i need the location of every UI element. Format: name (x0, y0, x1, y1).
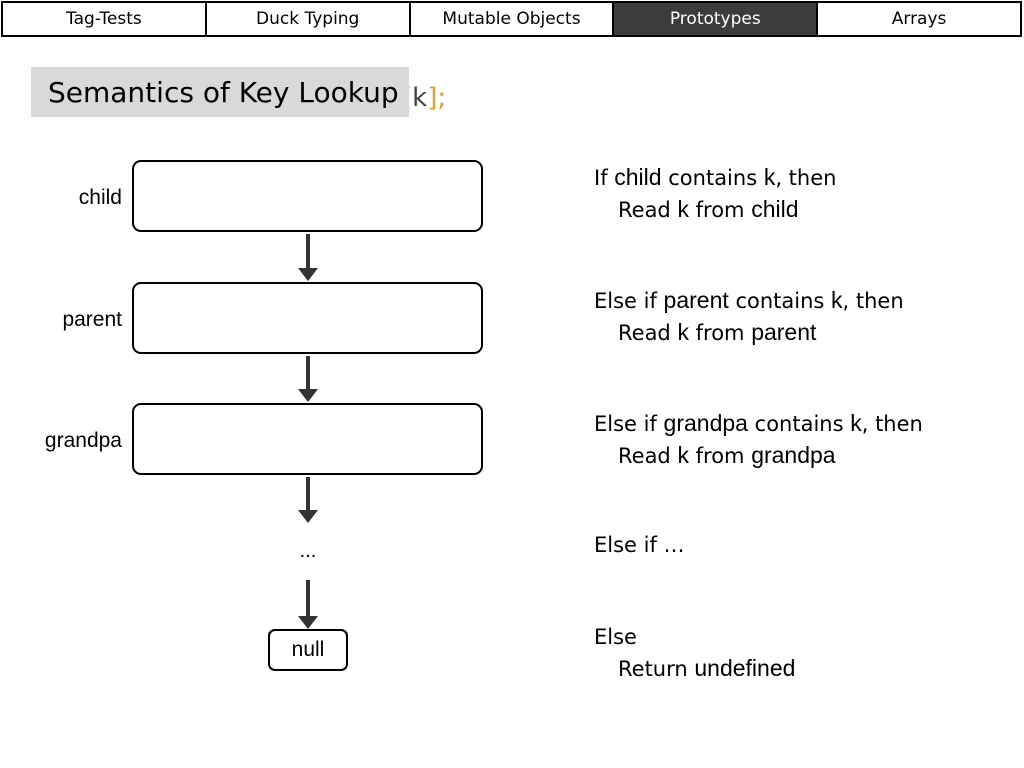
label-child: child (78, 186, 122, 209)
text: contains (728, 289, 832, 313)
label-parent: parent (62, 308, 122, 331)
key-name: k (850, 410, 862, 436)
text: contains (661, 166, 764, 190)
text: Read (618, 444, 678, 468)
key-name: k (763, 164, 776, 190)
object-name: grandpa (751, 442, 836, 468)
code-key: k (412, 83, 428, 113)
page-title: Semantics of Key Lookup (31, 67, 409, 117)
object-box-grandpa (132, 403, 483, 475)
tab-arrays[interactable]: Arrays (816, 3, 1020, 35)
tab-duck-typing[interactable]: Duck Typing (204, 3, 409, 35)
arrow-ellipsis-null (298, 580, 318, 629)
object-name: parent (751, 319, 817, 345)
object-box-parent (132, 282, 483, 354)
text: , then (842, 289, 904, 313)
text: If (594, 166, 615, 190)
rule-parent: Else if parent contains k, then Read k f… (594, 285, 904, 349)
text: Return (618, 657, 695, 681)
ellipsis: ... (299, 540, 317, 562)
rule-grandpa: Else if grandpa contains k, then Read k … (594, 408, 923, 472)
object-name: child (751, 196, 799, 222)
object-name: grandpa (663, 410, 748, 436)
arrow-child-parent (298, 234, 318, 281)
rule-grandpa-action: Read k from grandpa (594, 440, 923, 472)
text: Else if (594, 412, 664, 436)
object-name: child (614, 164, 662, 190)
text: from (688, 198, 752, 222)
tab-bar: Tag-Tests Duck Typing Mutable Objects Pr… (1, 1, 1022, 37)
tab-prototypes[interactable]: Prototypes (612, 3, 817, 35)
rule-else: Else Return undefined (594, 622, 795, 685)
rule-child-cond: If child contains k, then (594, 162, 836, 194)
key-name: k (677, 196, 689, 222)
arrow-grandpa-ellipsis (298, 477, 318, 523)
rule-child: If child contains k, then Read k from ch… (594, 162, 836, 226)
tab-tag-tests[interactable]: Tag-Tests (3, 3, 205, 35)
key-name: k (677, 319, 689, 345)
code-bracket-close: ]; (427, 83, 447, 113)
text: , then (775, 166, 837, 190)
rule-else-if: Else if … (594, 530, 685, 561)
text: contains (747, 412, 851, 436)
object-name: parent (663, 287, 729, 313)
arrow-parent-grandpa (298, 356, 318, 402)
rule-parent-cond: Else if parent contains k, then (594, 285, 904, 317)
tab-mutable-objects[interactable]: Mutable Objects (408, 3, 613, 35)
text: from (688, 444, 752, 468)
object-box-child (132, 160, 483, 232)
label-grandpa: grandpa (44, 429, 122, 452)
key-name: k (831, 287, 843, 313)
text: , then (861, 412, 923, 436)
rule-else-cond: Else (594, 625, 637, 649)
text: from (688, 321, 752, 345)
rule-parent-action: Read k from parent (594, 317, 904, 349)
null-box: null (268, 629, 348, 671)
text: Read (618, 198, 678, 222)
key-name: k (677, 442, 689, 468)
rule-else-if-cond: Else if … (594, 533, 685, 557)
return-value: undefined (694, 655, 796, 681)
rule-else-action: Return undefined (594, 653, 795, 685)
text: Read (618, 321, 678, 345)
rule-child-action: Read k from child (594, 194, 836, 226)
text: Else if (594, 289, 664, 313)
rule-grandpa-cond: Else if grandpa contains k, then (594, 408, 923, 440)
